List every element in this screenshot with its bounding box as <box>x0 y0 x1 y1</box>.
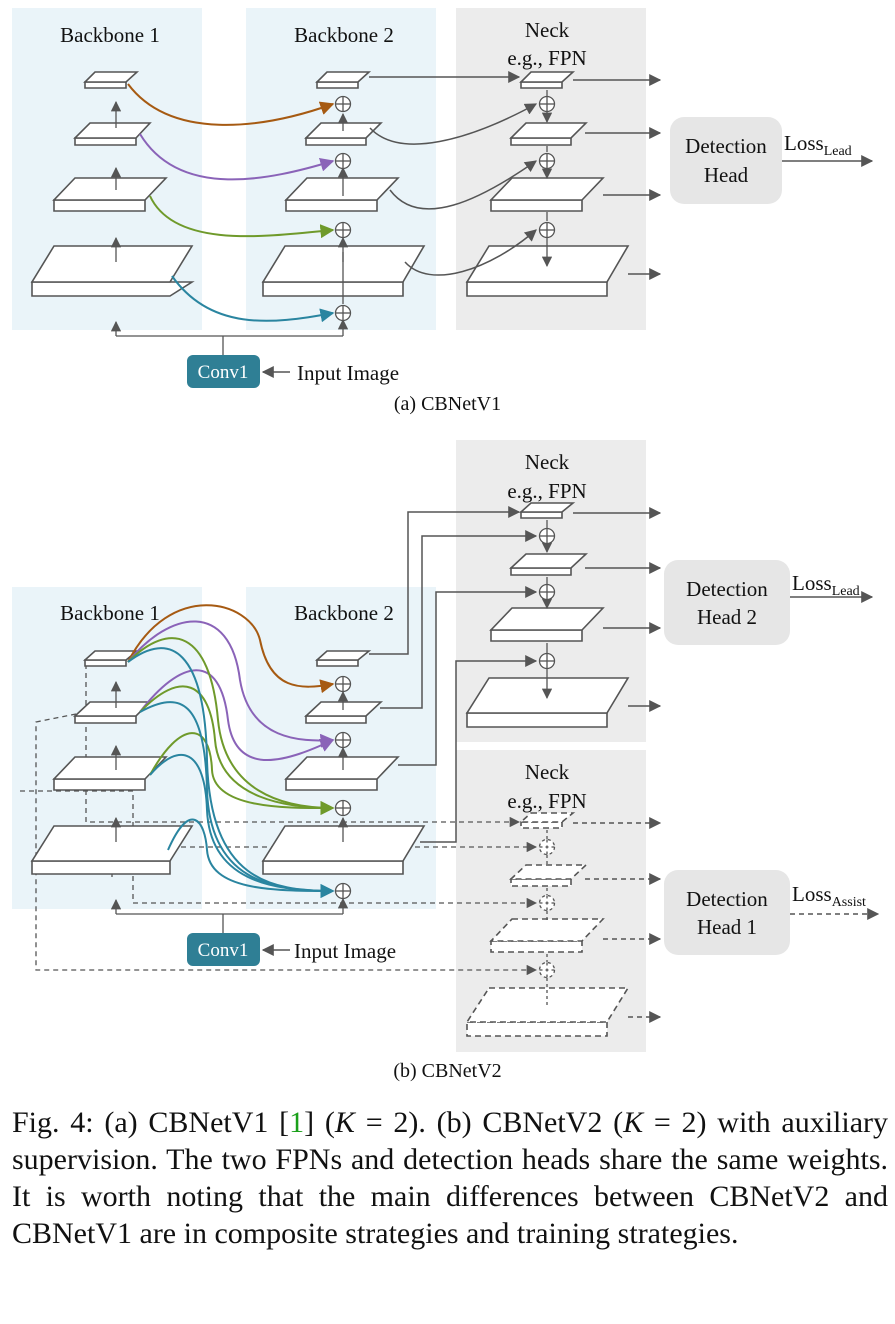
conv1-box <box>187 355 260 388</box>
b2-layer-2 <box>285 199 378 212</box>
conv1-label-b: Conv1 <box>198 940 249 961</box>
cbnet-architecture-diagram: Backbone 1 Backbone 2 Neck e.g., FPN <box>12 8 880 1052</box>
figure-caption: Fig. 4: (a) CBNetV1 [1] (K = 2). (b) CBN… <box>12 1106 889 1250</box>
b2-layer-4 <box>316 81 359 89</box>
detection-head-line1: Detection <box>685 134 767 158</box>
backbone2-label-b: Backbone 2 <box>294 601 394 625</box>
b1b-layer-2 <box>53 778 146 791</box>
b2b-layer-3 <box>305 715 367 724</box>
detection-head-1-line2: Head 1 <box>697 915 757 939</box>
conv1-label: Conv1 <box>198 362 249 383</box>
loss-lead-label: LossLead <box>784 131 852 159</box>
b1b-layer-4 <box>84 659 127 667</box>
b1b-layer-3 <box>74 715 137 724</box>
detection-head-line2: Head <box>704 163 749 187</box>
citation-link[interactable]: 1 <box>289 1106 305 1139</box>
neck-top-layer-1 <box>466 712 608 728</box>
neck-sublabel: e.g., FPN <box>507 46 586 70</box>
loss-assist-label: LossAssist <box>792 882 866 910</box>
neck-top-layer-4 <box>520 511 563 519</box>
b1-layer-4 <box>84 81 127 89</box>
b1-layer-1 <box>31 281 195 297</box>
b1b-layer-1 <box>31 860 171 875</box>
curve-teal <box>171 275 335 323</box>
neck-top-layer-2 <box>490 629 583 642</box>
b1-layer-3 <box>74 137 137 146</box>
backbone2-label: Backbone 2 <box>294 23 394 47</box>
input-image-label: Input Image <box>297 361 399 385</box>
curve-purple <box>139 133 335 181</box>
curve-orange <box>127 83 335 126</box>
neck-bottom-layer-2 <box>490 940 583 953</box>
detection-head-2-line2: Head 2 <box>697 605 757 629</box>
neck-top-layer-3 <box>510 567 572 576</box>
panel-b: Backbone 1 Backbone 2 Neck e.g., FPN Nec… <box>12 440 880 1052</box>
input-image-label-b: Input Image <box>294 939 396 963</box>
loss-lead-label-b: LossLead <box>792 571 860 599</box>
neck-bottom-layer-1 <box>466 1021 608 1037</box>
b2b-layer-1 <box>262 860 404 875</box>
neck-bottom-layer-3 <box>510 878 572 887</box>
detection-head <box>670 117 782 204</box>
b2-layer-3 <box>305 137 367 146</box>
backbone1-label-b: Backbone 1 <box>60 601 160 625</box>
neck-bottom-sublabel: e.g., FPN <box>507 789 586 813</box>
neck-layer-1 <box>466 281 608 297</box>
conv1-box-b <box>187 933 260 966</box>
detection-head-2-line1: Detection <box>686 577 768 601</box>
subcaption-b: (b) CBNetV2 <box>393 1060 502 1082</box>
neck-top-label: Neck <box>525 450 570 474</box>
curve-green <box>149 195 335 239</box>
backbone1-label: Backbone 1 <box>60 23 160 47</box>
detection-head-2 <box>664 560 790 645</box>
neck-layer-2 <box>490 199 583 212</box>
neck-bottom-layer-4 <box>520 821 563 829</box>
b1-layer-2 <box>53 199 146 212</box>
subcaption-a: (a) CBNetV1 <box>393 393 502 415</box>
neck-top-sublabel: e.g., FPN <box>507 479 586 503</box>
neck-bottom-label: Neck <box>525 760 570 784</box>
neck-layer-3 <box>510 137 572 146</box>
b2b-layer-2 <box>285 778 378 791</box>
panel-a: Backbone 1 Backbone 2 Neck e.g., FPN <box>12 8 874 388</box>
b2-layer-1 <box>262 281 404 297</box>
neck-label: Neck <box>525 18 570 42</box>
detection-head-1 <box>664 870 790 955</box>
b2b-layer-4 <box>316 659 359 667</box>
neck-layer-4 <box>520 81 563 89</box>
detection-head-1-line1: Detection <box>686 887 768 911</box>
